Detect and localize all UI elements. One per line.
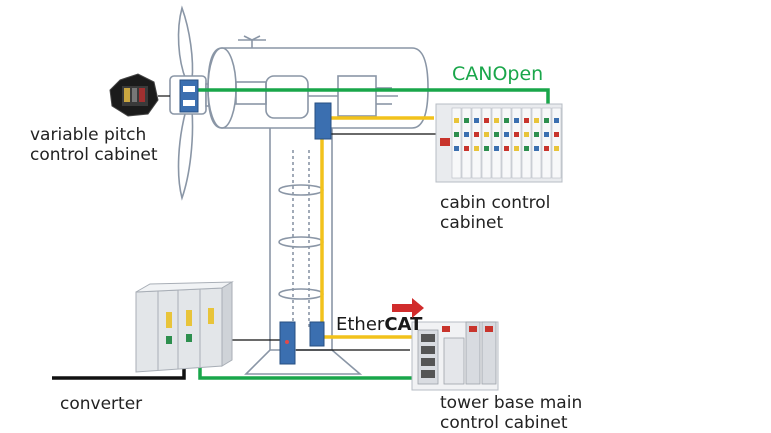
io-module — [531, 107, 542, 179]
io-module-led — [464, 118, 469, 123]
nacelle-node-box — [314, 102, 332, 140]
ethercat-logo-text: EtherCAT — [336, 314, 423, 335]
io-module-led — [504, 146, 509, 151]
hub-node-slot-1 — [183, 86, 195, 92]
tower-platform-3 — [278, 288, 324, 300]
base-node-box-right — [309, 321, 325, 347]
cabin-control-cabinet-image — [435, 103, 563, 183]
gearbox — [265, 75, 309, 119]
io-module-led — [544, 118, 549, 123]
io-module — [541, 107, 552, 179]
io-module-led — [514, 118, 519, 123]
io-module-led — [454, 132, 459, 137]
io-module-led — [524, 118, 529, 123]
io-module-led — [474, 118, 479, 123]
io-module-led — [544, 146, 549, 151]
io-module-led — [494, 146, 499, 151]
io-module — [491, 107, 502, 179]
hub-node-box — [179, 79, 199, 113]
io-module-led — [554, 118, 559, 123]
canopen-line-top — [198, 88, 550, 104]
io-module-led — [484, 146, 489, 151]
converter-cabinet-image — [135, 281, 234, 373]
io-module — [471, 107, 482, 179]
tower-foundation — [244, 349, 363, 375]
io-module-led — [524, 132, 529, 137]
tower-platform-1 — [278, 184, 324, 196]
io-module-led — [474, 146, 479, 151]
io-module-led — [474, 132, 479, 137]
io-module-led — [484, 132, 489, 137]
turbine-blade-bottom — [177, 109, 194, 201]
hub-node-slot-2 — [183, 100, 195, 106]
io-module-led — [504, 132, 509, 137]
tower-base-label: tower base main control cabinet — [440, 393, 583, 433]
converter-label: converter — [60, 394, 143, 414]
io-module — [551, 107, 562, 179]
io-module-led — [464, 146, 469, 151]
io-module-led — [504, 118, 509, 123]
io-module-led — [554, 146, 559, 151]
io-module — [511, 107, 522, 179]
io-module-led — [514, 132, 519, 137]
io-module-led — [464, 132, 469, 137]
cabin-control-label: cabin control cabinet — [440, 193, 551, 233]
io-module — [521, 107, 532, 179]
ethercat-logo-arrow — [392, 298, 424, 318]
io-module-led — [534, 118, 539, 123]
variable-pitch-label: variable pitch control cabinet — [30, 125, 158, 165]
tower-base-cabinet-image — [411, 321, 499, 391]
io-module-led — [534, 132, 539, 137]
io-module-led — [544, 132, 549, 137]
io-module-led — [494, 132, 499, 137]
variable-pitch-cabinet-image — [109, 73, 170, 117]
io-module — [451, 107, 462, 179]
tower-platform-2 — [278, 236, 324, 248]
nacelle-mast-b — [251, 35, 261, 41]
io-module-led — [514, 146, 519, 151]
io-module-led — [484, 118, 489, 123]
io-module — [501, 107, 512, 179]
canopen-label: CANOpen — [452, 63, 544, 85]
nacelle-mast-a — [243, 35, 253, 41]
base-node-dot — [285, 340, 289, 344]
ethercat-logo: EtherCAT — [336, 298, 424, 335]
io-module — [481, 107, 492, 179]
io-module — [461, 107, 472, 179]
io-module-led — [554, 132, 559, 137]
io-module-led — [524, 146, 529, 151]
io-module-led — [454, 118, 459, 123]
io-module-led — [494, 118, 499, 123]
io-module-led — [454, 146, 459, 151]
io-module-led — [534, 146, 539, 151]
turbine-blade-top — [177, 5, 194, 81]
